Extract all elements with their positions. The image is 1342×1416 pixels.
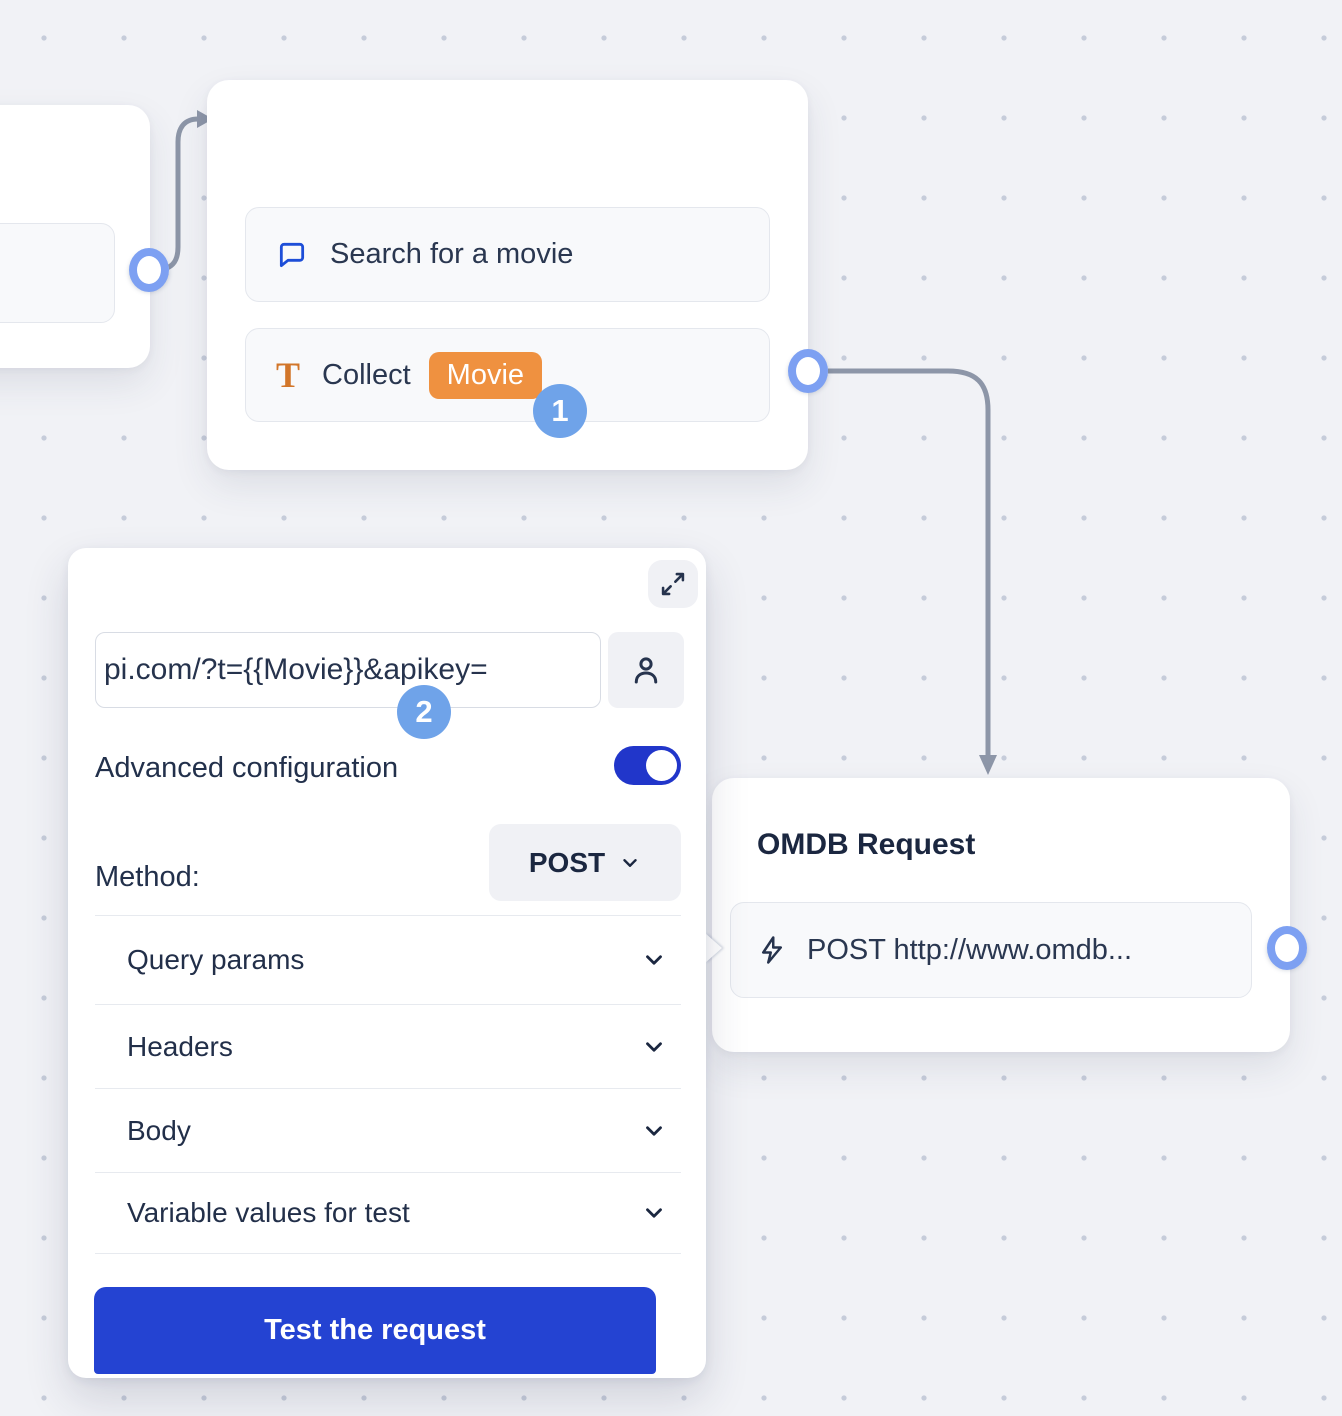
output-port-omdb[interactable] <box>1267 928 1307 968</box>
partial-left-node[interactable] <box>0 105 150 368</box>
method-label: Method: <box>95 861 200 893</box>
person-icon <box>634 657 658 684</box>
section-label: Body <box>127 1114 191 1146</box>
block-search-for-a-movie[interactable]: Search for a movie <box>245 207 770 302</box>
node-omdb-request[interactable]: OMDB Request POST http://www.omdb... <box>712 778 1290 1052</box>
section-variable-values[interactable]: Variable values for test <box>95 1172 681 1254</box>
variable-chip-movie[interactable]: Movie <box>428 351 543 399</box>
method-value: POST <box>528 846 606 878</box>
section-headers[interactable]: Headers <box>95 1004 681 1088</box>
partial-left-node-block[interactable] <box>0 223 115 323</box>
chevron-down-icon <box>646 1208 662 1218</box>
block-label: POST http://www.omdb... <box>807 933 1133 966</box>
advanced-configuration-toggle[interactable] <box>614 746 681 785</box>
section-query-params[interactable]: Query params <box>95 915 681 1004</box>
section-label: Headers <box>127 1030 233 1062</box>
block-label: Collect <box>322 358 411 391</box>
advanced-configuration-label: Advanced configuration <box>95 752 399 784</box>
test-request-button[interactable]: Test the request <box>94 1287 656 1374</box>
toggle-knob <box>646 750 677 781</box>
config-sections: Query params Headers Body Variable value… <box>95 915 681 1254</box>
chevron-down-icon <box>646 1041 662 1052</box>
section-body[interactable]: Body <box>95 1088 681 1172</box>
block-webhook-post[interactable]: POST http://www.omdb... <box>730 902 1252 998</box>
person-button[interactable] <box>608 632 684 708</box>
text-input-icon: T <box>276 355 301 395</box>
block-collect-movie[interactable]: T Collect Movie <box>245 328 770 422</box>
chevron-down-icon <box>646 955 662 965</box>
section-label: Variable values for test <box>127 1197 410 1228</box>
url-input[interactable]: pi.com/?t={{Movie}}&apikey= <box>95 632 601 708</box>
webhook-config-panel: pi.com/?t={{Movie}}&apikey= Advanced con… <box>68 548 706 1378</box>
step-badge-1: 1 <box>533 384 587 438</box>
method-dropdown[interactable]: POST <box>489 824 681 901</box>
section-label: Query params <box>127 944 305 975</box>
panel-tail-pointer <box>705 933 722 963</box>
lightning-icon <box>762 936 782 964</box>
block-label: Search for a movie <box>330 238 574 270</box>
chat-bubble-icon <box>279 242 305 267</box>
expand-icon <box>661 572 685 596</box>
chevron-down-icon <box>646 1125 662 1136</box>
expand-button[interactable] <box>648 560 698 608</box>
url-input-value: pi.com/?t={{Movie}}&apikey= <box>104 653 488 686</box>
chevron-down-icon <box>623 858 637 867</box>
output-port-left-node[interactable] <box>129 250 169 290</box>
step-badge-2: 2 <box>397 685 451 739</box>
node-title: OMDB Request <box>757 828 976 861</box>
output-port-movie-search[interactable] <box>788 351 828 391</box>
node-movie-search[interactable]: Movie search Search for a movie T Collec… <box>207 80 808 470</box>
